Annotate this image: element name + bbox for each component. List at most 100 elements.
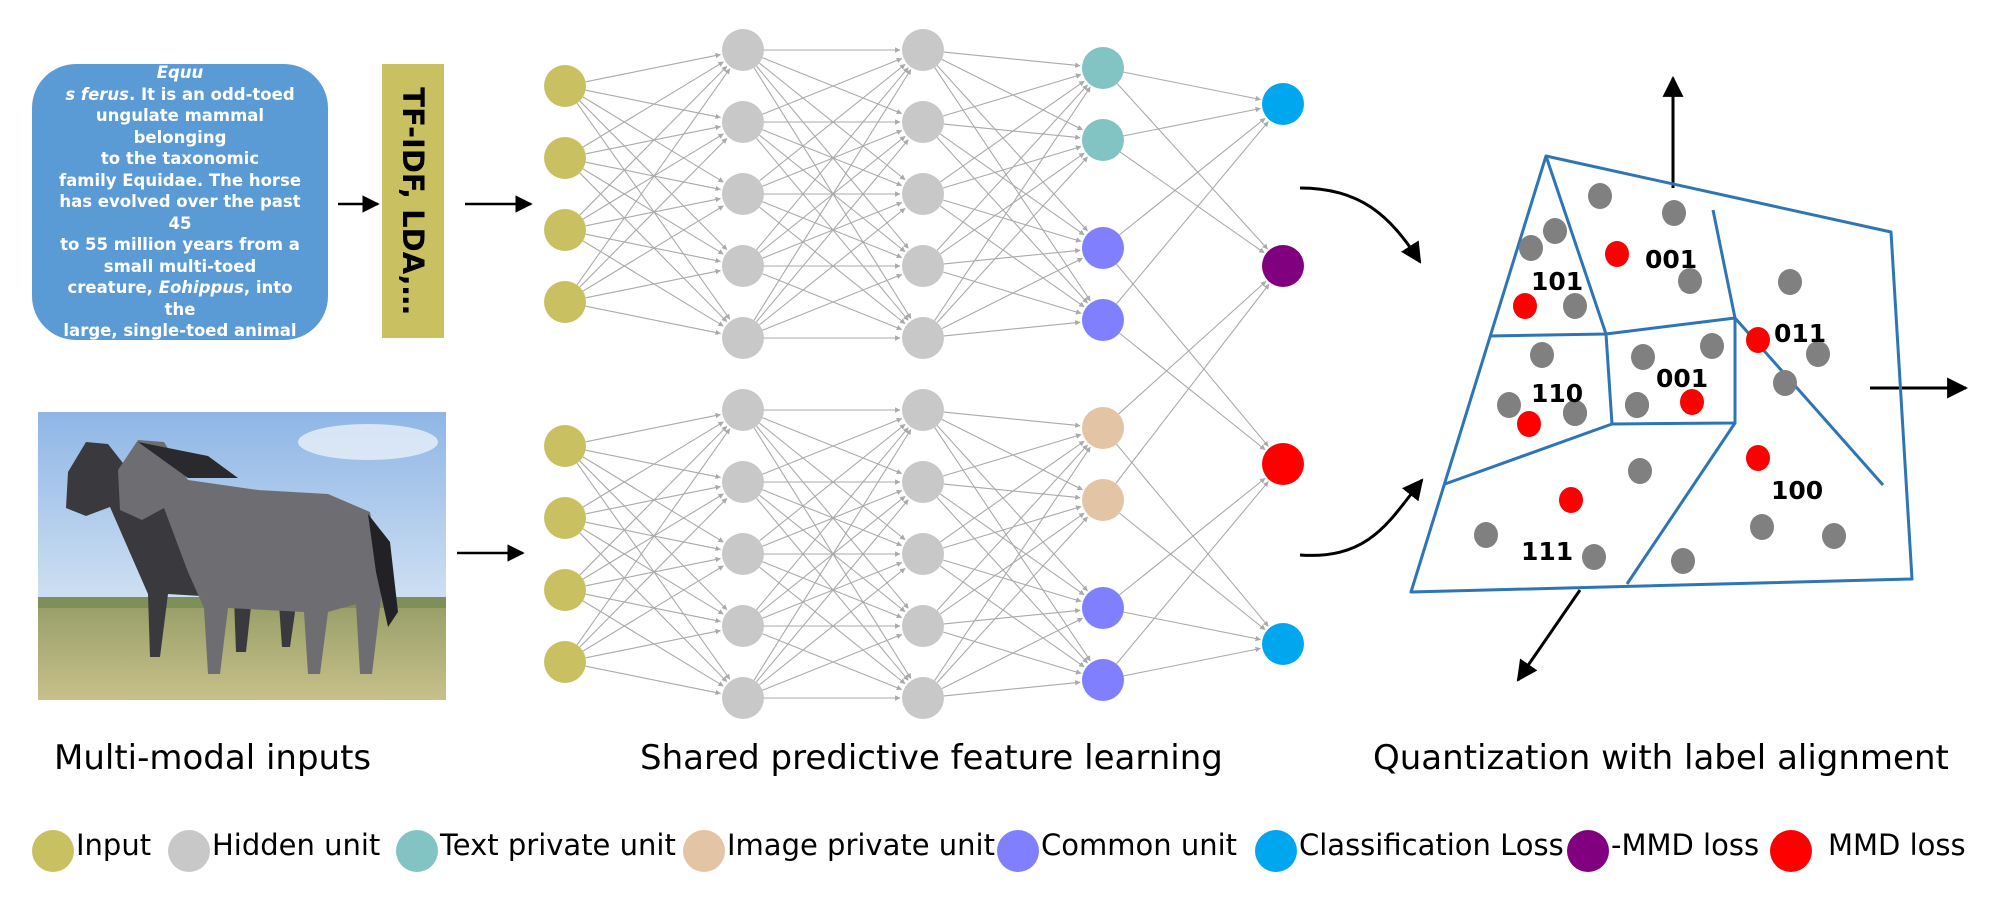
quantization-outline [1409, 154, 1914, 594]
connection-edge [1119, 151, 1265, 254]
caption-shared-feature-learning: Shared predictive feature learning [640, 738, 1223, 778]
data-point-red [1513, 293, 1537, 319]
horse-mane [138, 442, 238, 478]
legend-swatch [1770, 830, 1812, 872]
connection-edge [939, 565, 1085, 668]
data-point-grey [1497, 392, 1521, 418]
connection-edge [762, 633, 903, 691]
region-divider [1544, 155, 1608, 335]
data-point-grey [1543, 218, 1567, 244]
connection-edge [579, 65, 728, 216]
neg-mmd-loss-node [1262, 245, 1304, 287]
connection-edge [936, 516, 1088, 683]
connection-edge [1119, 477, 1266, 596]
region-code-label: 011 [1774, 319, 1826, 348]
connection-edge [1116, 443, 1269, 627]
connection-edge [582, 421, 724, 508]
feature-extraction-box: TF-IDF, LDA,… [382, 64, 444, 338]
data-point-grey [1588, 183, 1612, 209]
connection-edge [1123, 611, 1261, 642]
hidden-node [902, 29, 944, 71]
hidden-node [722, 29, 764, 71]
legend-swatch [1255, 830, 1297, 872]
connection-edge [585, 593, 721, 624]
connection-edge [762, 417, 903, 475]
connection-edge [762, 417, 903, 475]
connection-edge [759, 566, 906, 685]
connection-edge [579, 425, 728, 576]
connection-edge [934, 86, 1091, 321]
data-point-red [1517, 411, 1541, 437]
connection-edge [934, 446, 1091, 681]
input-node [544, 497, 586, 539]
connection-edge [582, 600, 724, 687]
legend-label: Common unit [1041, 828, 1238, 862]
connection-edge [936, 156, 1088, 323]
hidden-node [722, 317, 764, 359]
connection-edge [762, 57, 903, 115]
region-divider [1625, 422, 1737, 585]
data-point-red [1680, 389, 1704, 415]
connection-edge [585, 161, 721, 192]
image-branch-curve-arrow [1299, 478, 1424, 557]
hidden-node [722, 101, 764, 143]
quantization-points [1474, 183, 1846, 574]
image-private-node [1082, 407, 1124, 449]
input-node [544, 209, 586, 251]
data-point-grey [1474, 522, 1498, 548]
connection-edge [753, 429, 912, 681]
input-node [544, 425, 586, 467]
connection-edge [939, 80, 1085, 183]
legend-label: Hidden unit [212, 828, 381, 862]
connection-edge [585, 305, 721, 336]
text-input-paragraph: The horse is one of two extant subspecie… [58, 20, 302, 384]
data-point-red [1746, 445, 1770, 471]
connection-edge [936, 425, 1088, 592]
photo-cloud [298, 424, 438, 460]
classification-loss-node [1262, 623, 1304, 665]
connection-edge [762, 273, 903, 331]
connection-edge [939, 440, 1085, 543]
connection-edge [759, 423, 906, 542]
hidden-node [902, 533, 944, 575]
network-nodes [544, 29, 1304, 719]
data-point-grey [1671, 548, 1695, 574]
common-node [1082, 587, 1124, 629]
connection-edge [942, 559, 1082, 603]
legend-swatch [683, 830, 725, 872]
connection-edge [585, 412, 721, 443]
hidden-node [722, 461, 764, 503]
connection-edge [943, 483, 1081, 500]
input-node [544, 281, 586, 323]
hidden-node [902, 317, 944, 359]
connection-edge [936, 444, 1088, 611]
connection-edge [942, 271, 1082, 315]
region-code-label: 001 [1645, 245, 1697, 274]
connection-edge [942, 433, 1082, 477]
data-point-red [1605, 241, 1629, 267]
input-node [544, 65, 586, 107]
data-point-grey [1563, 400, 1587, 426]
legend-swatch [1567, 830, 1609, 872]
hidden-node [902, 677, 944, 719]
connection-edge [759, 494, 906, 613]
connection-edge [939, 493, 1085, 596]
connection-edge [943, 608, 1081, 625]
connection-edge [756, 427, 909, 611]
connection-edge [579, 497, 728, 648]
connection-edge [582, 456, 724, 543]
legend-label: Input [76, 828, 152, 862]
connection-edge [582, 61, 724, 148]
connection-edge [942, 199, 1082, 243]
connection-edge [579, 100, 728, 251]
connection-edge [759, 567, 906, 686]
connection-edge [585, 196, 721, 227]
caption-quantization: Quantization with label alignment [1373, 738, 1949, 778]
connection-edge [762, 273, 903, 331]
region-code-label: 100 [1771, 476, 1823, 505]
connection-edge [1123, 106, 1261, 137]
legend-label: MMD loss [1828, 828, 1966, 862]
connection-edge [941, 58, 1083, 131]
region-divider [1604, 333, 1614, 425]
